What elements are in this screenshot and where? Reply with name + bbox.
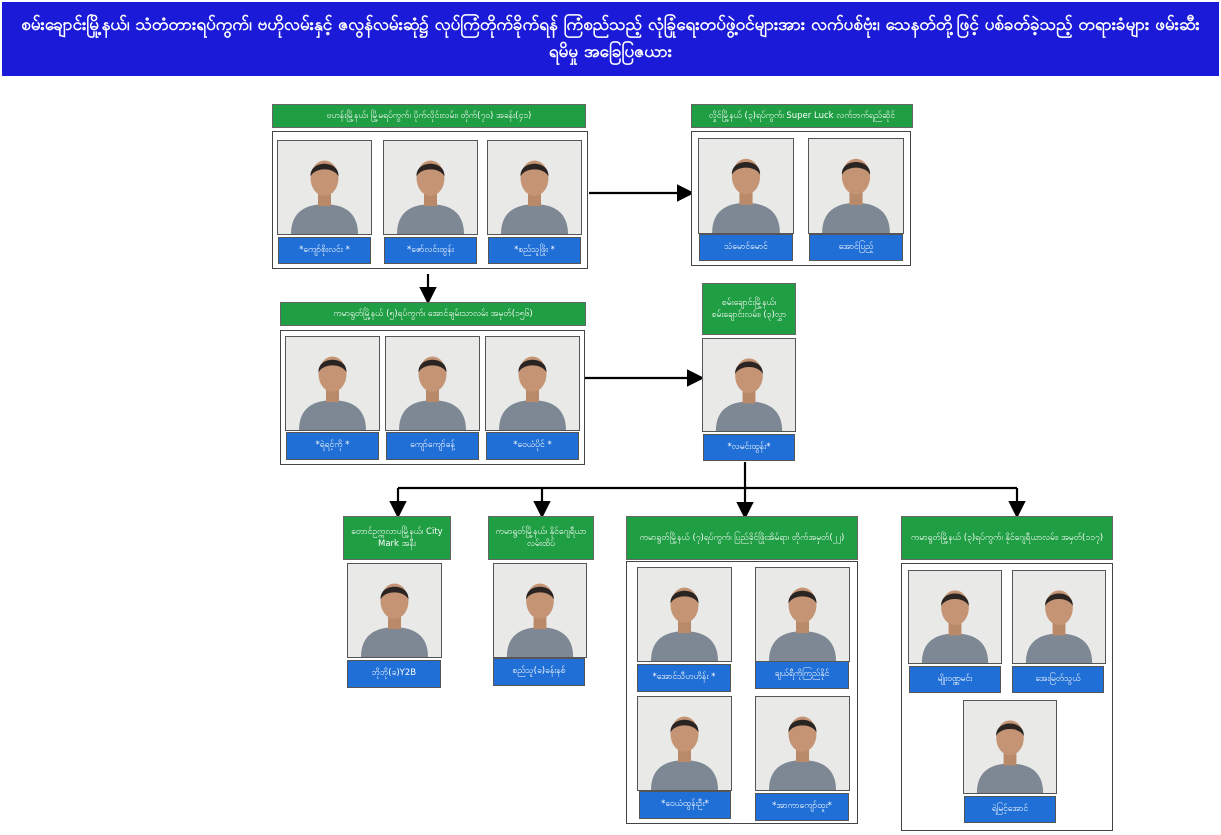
portrait-silhouette-icon [651,716,718,790]
suspect-photo [485,336,580,431]
group-1-heading: ဗဟန်းမြို့နယ်၊ မြို့မရပ်ကွက်၊ ပိုက်လိုင်… [272,104,586,128]
suspect-photo [277,140,372,235]
group-5-heading: တောင်ဥက္ကလာပမြို့နယ်၊ City Mark အနီး [343,516,451,560]
suspect-photo [347,563,442,658]
suspect-name: *ရဲရင့်ကို * [286,432,379,460]
group-7-heading: ကမာရွတ်မြို့နယ် (၇)ရပ်ကွက်၊ ပြည်ခိုင်ဖြိ… [626,516,858,560]
suspect-name: *ကျော်စိုးလင်း * [278,237,371,264]
suspect-photo [487,140,582,235]
suspect-photo [385,336,480,431]
portrait-silhouette-icon [361,583,428,657]
suspect-name: ကျော်ကျော်ခန့် [386,432,479,460]
portrait-silhouette-icon [506,583,574,657]
suspect-photo [1012,570,1106,664]
portrait-silhouette-icon [715,358,783,431]
suspect-photo [698,138,794,234]
group-2-heading: လှိုင်မြို့နယ် (၃)ရပ်ကွက်၊ Super Luck လက… [691,104,913,128]
portrait-silhouette-icon [712,158,780,233]
suspect-photo [808,138,904,234]
suspect-name: သံမောင်မောင် [699,234,793,261]
suspect-photo [383,140,478,235]
portrait-silhouette-icon [976,720,1044,793]
portrait-silhouette-icon [499,356,566,430]
group-4-heading: စမ်းချောင်းမြို့နယ်၊ စမ်းချောင်းလမ်း၊ (၃… [702,283,796,335]
suspect-name: ဘိုဘို(ခ)Y2B [347,660,441,688]
group-7-box: *အောင်သီဟဟိန်း * ချယ်ရီကိုကြည်နိုင် *ဝေယ… [626,561,858,824]
suspect-photo [702,338,796,432]
suspect-photo [755,567,850,662]
group-8-heading: ကမာရွတ်မြို့နယ် (၃)ရပ်ကွက်၊ နိုင်ဂျေရီယာ… [901,516,1113,560]
suspect-name: မျိုးဝဏ္ဏမင်း [909,666,1001,693]
suspect-name: *အောင်သီဟဟိန်း * [637,664,731,692]
group-3-heading: ကမာရွတ်မြို့နယ် (၅)ရပ်ကွက်၊ အောင်ချမ်းသာ… [280,302,586,326]
suspect-name: အောင်ပြည့် [809,234,903,261]
portrait-silhouette-icon [299,356,366,430]
suspect-photo [637,567,732,662]
suspect-name: *အာကာကျော်ထူး* [755,793,849,821]
suspect-name: *ဝေယံပိုင် * [486,432,579,460]
suspect-photo [908,570,1002,664]
group-2-box: သံမောင်မောင် အောင်ပြည့် [691,131,911,266]
suspect-name: စည်သူ(ခ)ခန်းနစ် [493,658,585,686]
suspect-name: ရဲမြင့်အောင် [964,796,1056,823]
group-3-box: *ရဲရင့်ကို * ကျော်ကျော်ခန့် *ဝေယံပိုင် * [280,330,585,465]
portrait-silhouette-icon [501,160,568,234]
group-8-box: မျိုးဝဏ္ဏမင်း အေးမြတ်သွယ် ရဲမြင့်အောင် [901,563,1113,831]
title-banner: စမ်းချောင်းမြို့နယ်၊ သံတံတားရပ်ကွက်၊ ဗဟိ… [2,2,1219,76]
portrait-silhouette-icon [769,716,836,790]
portrait-silhouette-icon [291,160,358,234]
portrait-silhouette-icon [399,356,466,430]
suspect-photo [493,563,587,658]
suspect-name: အေးမြတ်သွယ် [1012,666,1104,693]
portrait-silhouette-icon [397,160,464,234]
suspect-name: *ဝေယံထွန်းဦး* [639,791,731,819]
suspect-name: *လမင်းထွန်း* [703,434,795,461]
suspect-name: *ဇော်လင်းထွန်း [384,237,477,264]
portrait-silhouette-icon [769,587,836,661]
suspect-photo [963,700,1057,794]
suspect-name: *စည်သူဖြိုး * [488,237,581,264]
suspect-name: ချယ်ရီကိုကြည်နိုင် [755,661,849,689]
chart-title: စမ်းချောင်းမြို့နယ်၊ သံတံတားရပ်ကွက်၊ ဗဟိ… [21,15,1200,62]
portrait-silhouette-icon [822,158,890,233]
suspect-photo [285,336,380,431]
suspect-photo [755,696,850,791]
portrait-silhouette-icon [921,590,989,663]
group-1-box: *ကျော်စိုးလင်း * *ဇော်လင်းထွန်း *စည်သူဖြ… [272,131,588,269]
group-6-heading: ကမာရွတ်မြို့နယ်၊ နိုင်ဂျေရီယာလမ်းထိပ် [488,516,594,560]
suspect-photo [637,696,732,791]
portrait-silhouette-icon [1025,590,1093,663]
portrait-silhouette-icon [651,587,718,661]
